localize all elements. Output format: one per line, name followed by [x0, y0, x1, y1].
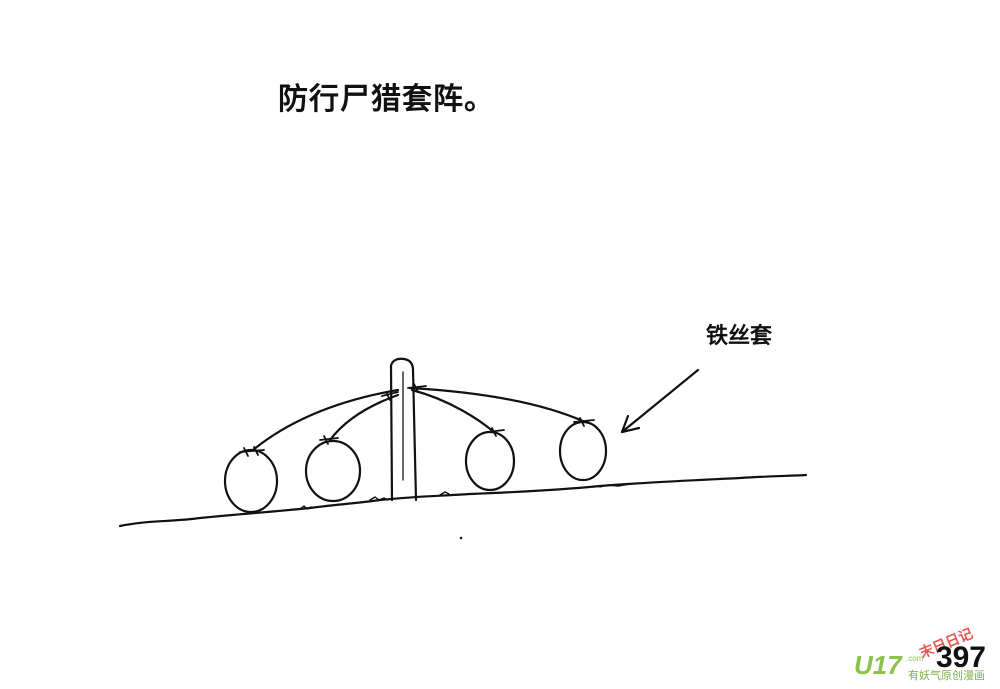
ink-dot [459, 536, 463, 540]
snare-loop [223, 448, 279, 514]
knot [407, 383, 427, 393]
wooden-stake [389, 357, 418, 502]
snare-loop [304, 439, 362, 503]
knot [381, 391, 399, 401]
ground-scribble [299, 483, 631, 510]
page-title: 防行尸猎套阵。 [278, 82, 495, 117]
watermark-slogan: 有妖气原创漫画 [908, 669, 985, 682]
snare-loop [464, 430, 516, 492]
wire-inner-right [410, 388, 497, 435]
label-arrowhead [620, 414, 641, 434]
watermark-brand: U17 [854, 650, 902, 680]
page-number: 397 [935, 641, 986, 674]
u17-watermark: 末日日记 U17 .com 有妖气原创漫画 [848, 607, 998, 687]
ground-line [118, 473, 808, 528]
wire-snare-label: 铁丝套 [706, 324, 773, 349]
label-arrow [620, 368, 700, 434]
watermark-domain: .com [906, 654, 924, 663]
snare-loop [558, 420, 608, 482]
wire-inner-left [328, 393, 400, 442]
wire-outer-right [408, 386, 587, 424]
wire-outer-left [251, 388, 400, 452]
